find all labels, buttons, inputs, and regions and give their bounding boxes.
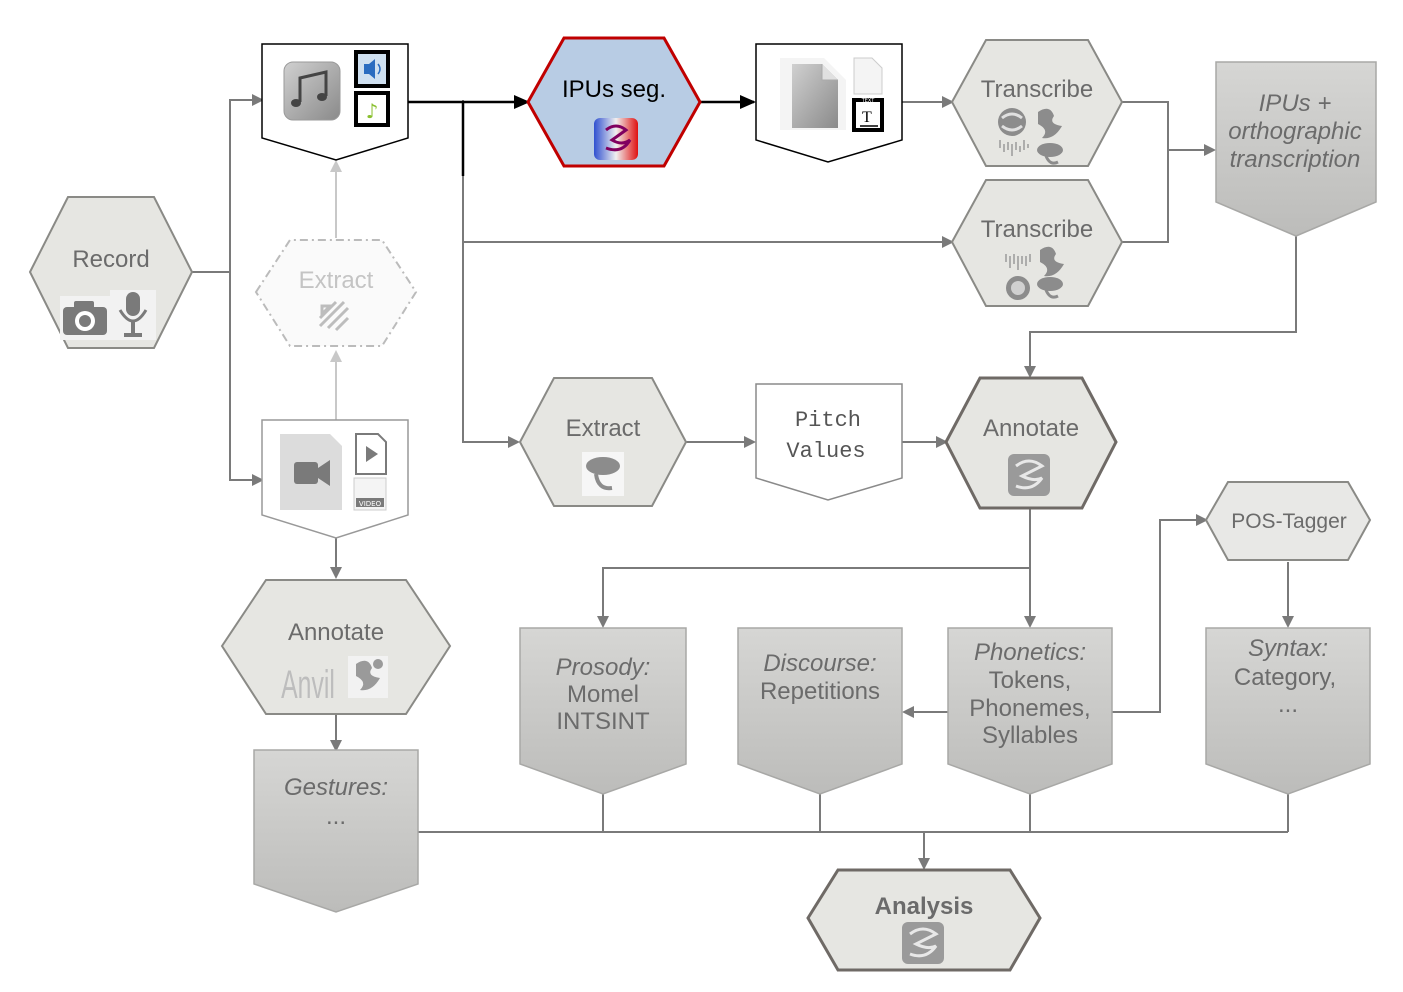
discourse-line2: Repetitions	[760, 678, 880, 705]
pitch-values-node[interactable]: Pitch Values	[755, 383, 903, 501]
camera-icon	[60, 296, 110, 340]
annotate-gesture-label: Annotate	[288, 619, 384, 646]
extract-pitch-node[interactable]: Extract	[518, 377, 688, 507]
praat-icon	[582, 452, 624, 496]
syntax-node[interactable]: Syntax: Category, ...	[1205, 627, 1371, 795]
gestures-line2: ...	[326, 803, 346, 830]
analysis-node[interactable]: Analysis	[806, 868, 1042, 972]
discourse-title: Discourse:	[763, 650, 876, 677]
edge-results-drops	[602, 794, 1289, 832]
ipus-seg-label: IPUs seg.	[562, 76, 666, 103]
edge-record-video	[229, 272, 264, 486]
video-camera-icon	[280, 434, 342, 510]
record-node[interactable]: Record	[28, 196, 194, 349]
annotate-main-label: Annotate	[983, 415, 1079, 442]
elan-icon	[1040, 246, 1064, 277]
edge-transcribe-merge	[1120, 101, 1169, 243]
pitch-values-line1: Pitch	[795, 408, 861, 433]
prosody-line2: Momel	[567, 681, 639, 708]
syntax-line3: ...	[1278, 691, 1298, 718]
transcribe-1-node[interactable]: Transcribe	[950, 39, 1124, 167]
annotate-gesture-node[interactable]: Annotate Anvil	[220, 579, 452, 715]
prosody-title: Prosody:	[556, 654, 651, 681]
phonetics-node[interactable]: Phonetics: Tokens, Phonemes, Syllables	[947, 627, 1113, 795]
document-icon	[853, 57, 883, 95]
text-file-icon: T TEXT	[852, 98, 884, 132]
svg-text:♪: ♪	[366, 99, 379, 123]
audio-file-node[interactable]: ♪	[261, 43, 409, 161]
pitch-values-line2: Values	[786, 439, 865, 464]
sppas-color-icon	[594, 118, 638, 160]
transcribe-1-label: Transcribe	[981, 76, 1093, 103]
praat-icon	[1037, 143, 1063, 165]
edge-phonetics-pos	[1112, 514, 1208, 713]
edge-record-audio	[192, 94, 264, 273]
transcriber-icon	[1006, 276, 1030, 300]
record-label: Record	[72, 246, 149, 273]
microphone-icon	[110, 290, 156, 340]
analysis-label: Analysis	[875, 893, 974, 920]
phonetics-title: Phonetics:	[974, 639, 1086, 666]
discourse-node[interactable]: Discourse: Repetitions	[737, 627, 903, 795]
video-file-node[interactable]: VIDEO	[261, 419, 409, 539]
praat-icon	[1037, 277, 1063, 299]
ipus-ortho-line3: transcription	[1230, 146, 1361, 173]
waveform-icon	[1005, 254, 1031, 270]
transcribe-2-label: Transcribe	[981, 216, 1093, 243]
elan-icon	[1038, 108, 1062, 139]
svg-text:T: T	[862, 109, 872, 126]
play-file-icon	[355, 433, 387, 475]
connectors	[192, 94, 1297, 870]
prosody-node[interactable]: Prosody: Momel INTSINT	[519, 627, 687, 795]
sppas-icon	[902, 922, 944, 964]
extract-pitch-label: Extract	[566, 415, 641, 442]
ipus-ortho-line2: orthographic	[1228, 118, 1361, 145]
sppas-icon	[998, 108, 1026, 136]
music-note-icon	[283, 61, 341, 121]
syntax-line2: Category,	[1234, 664, 1336, 691]
extract-video-label: Extract	[299, 267, 374, 294]
phonetics-line2: Tokens,	[989, 667, 1072, 694]
ffmpeg-icon	[318, 300, 350, 332]
prosody-line3: INTSINT	[556, 708, 650, 735]
blank-file-icon	[780, 58, 846, 130]
ipus-seg-node[interactable]: IPUs seg.	[526, 36, 702, 168]
phonetics-line3: Phonemes,	[969, 695, 1090, 722]
pos-tagger-label: POS-Tagger	[1231, 510, 1347, 533]
pos-tagger-node[interactable]: POS-Tagger	[1204, 481, 1372, 561]
main-connectors	[408, 95, 756, 176]
video-badge: VIDEO	[359, 500, 382, 508]
gestures-title: Gestures:	[284, 774, 388, 801]
text-badge: TEXT	[861, 98, 876, 104]
anvil-logo: Anvil	[281, 663, 335, 707]
audio-note-file-icon: ♪	[354, 91, 390, 127]
sppas-icon	[1008, 454, 1050, 496]
video-text-file-icon: VIDEO	[353, 477, 387, 511]
speaker-file-icon	[354, 50, 390, 88]
gestures-node[interactable]: Gestures: ...	[253, 749, 419, 913]
edge-ortho-annotate	[1024, 236, 1297, 378]
annotate-main-node[interactable]: Annotate	[944, 376, 1118, 510]
edge-audio-extract	[462, 100, 520, 448]
extract-video-node[interactable]: Extract	[254, 239, 418, 347]
elan-icon	[348, 656, 388, 698]
transcribe-2-node[interactable]: Transcribe	[950, 179, 1124, 307]
edge-annotate-prosody	[597, 567, 1030, 628]
ipus-ortho-line1: IPUs +	[1259, 90, 1332, 117]
ipus-file-node[interactable]: T TEXT	[755, 43, 903, 163]
syntax-title: Syntax:	[1248, 635, 1328, 662]
phonetics-line4: Syllables	[982, 722, 1078, 749]
ipus-ortho-node[interactable]: IPUs + orthographic transcription	[1215, 61, 1377, 237]
waveform-icon	[999, 140, 1029, 156]
